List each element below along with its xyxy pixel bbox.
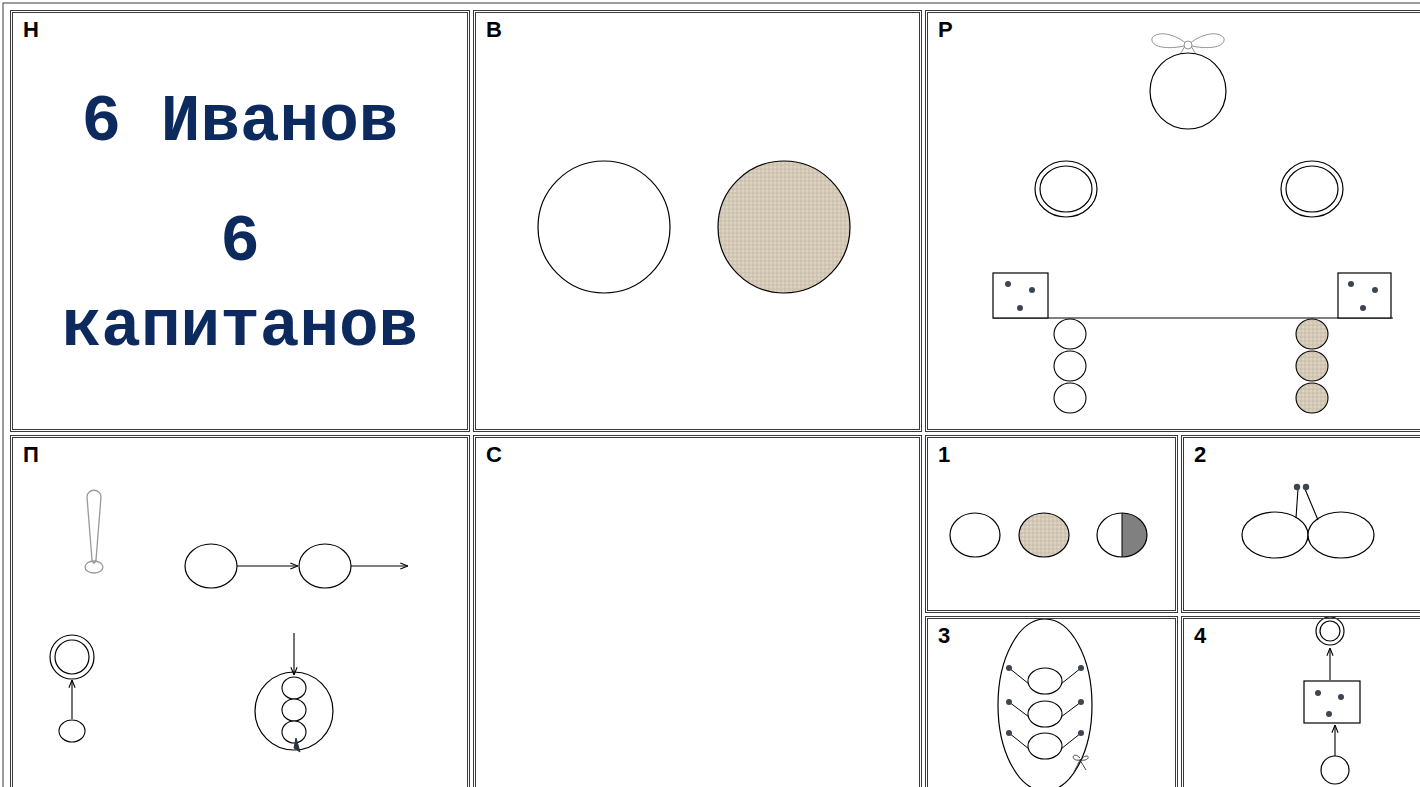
eyelet xyxy=(1028,733,1062,759)
panel-letter: 2 xyxy=(1194,442,1206,468)
big-circle xyxy=(255,672,333,750)
white-circle xyxy=(538,161,670,293)
string-dot xyxy=(1294,484,1300,490)
inner-circle xyxy=(282,699,306,721)
die-box xyxy=(1338,273,1391,318)
riddle-text: 6 капитанов xyxy=(30,200,450,370)
ring-inner xyxy=(1040,166,1092,212)
stack-circle xyxy=(1054,351,1086,381)
string-line xyxy=(1296,489,1298,518)
lace-dot xyxy=(1006,730,1012,736)
die-box xyxy=(993,273,1048,318)
up-arrow xyxy=(1329,648,1330,680)
bow-loop xyxy=(1152,34,1188,48)
die-dot xyxy=(1338,694,1344,700)
panel: В xyxy=(473,10,922,432)
chain-arrow xyxy=(351,565,408,566)
lace-dot xyxy=(1006,699,1012,705)
panel-letter: С xyxy=(486,442,502,468)
lace-lines xyxy=(1009,668,1081,749)
die-dot xyxy=(1326,711,1332,717)
stack-circle xyxy=(1054,383,1086,413)
half-circle xyxy=(1097,513,1147,557)
half-fill xyxy=(1122,513,1147,557)
panel-letter: Р xyxy=(938,17,953,43)
head-circle xyxy=(1150,53,1226,129)
ring-outer xyxy=(1281,161,1343,217)
die-dot xyxy=(1029,287,1035,293)
down-arrow xyxy=(293,633,294,675)
lace-bow xyxy=(1073,755,1088,772)
up-arrow xyxy=(1334,725,1335,756)
chain-circle xyxy=(185,544,237,588)
stack-linen-circle xyxy=(1296,351,1328,381)
stack-linen-circle xyxy=(1296,383,1328,413)
eyelet xyxy=(1028,668,1062,694)
panel: С xyxy=(473,435,922,787)
shoe-outline xyxy=(998,619,1092,787)
string-line xyxy=(1305,489,1318,520)
linen-circle xyxy=(718,161,850,293)
die-dot xyxy=(1005,281,1011,287)
lens-circle xyxy=(1242,512,1308,558)
table-frame xyxy=(3,3,1420,787)
chain-arrow xyxy=(237,565,298,566)
stack-linen-circle xyxy=(1296,319,1328,349)
ring-outer xyxy=(1035,161,1097,217)
panel-letter: 3 xyxy=(938,623,950,649)
ring-inner xyxy=(55,640,89,674)
panel-letter: П xyxy=(23,442,39,468)
lace-dot xyxy=(1078,730,1084,736)
die-dot xyxy=(1360,305,1366,311)
panel: Р xyxy=(925,10,1420,432)
stack-circle xyxy=(1054,319,1086,349)
lace-dot xyxy=(1006,665,1012,671)
die-dot xyxy=(1348,281,1354,287)
panel-letter: 1 xyxy=(938,442,950,468)
die-dot xyxy=(1372,287,1378,293)
lace-dot xyxy=(1078,665,1084,671)
ring-outer xyxy=(1316,617,1344,645)
ring-inner xyxy=(1320,621,1340,641)
panel-letter: 4 xyxy=(1194,623,1206,649)
exclamation-bar xyxy=(87,490,101,563)
inner-circle xyxy=(282,721,306,743)
panel: 4 xyxy=(1181,616,1420,787)
small-circle xyxy=(59,720,85,742)
panel: 3 xyxy=(925,616,1178,787)
eyelet xyxy=(1028,701,1062,727)
white-circle xyxy=(950,513,1000,557)
up-arrow xyxy=(71,680,72,719)
beam-line xyxy=(993,317,1393,318)
panel: Н 6 Иванов 6 капитанов xyxy=(10,10,470,432)
small-circle xyxy=(1321,756,1349,784)
exclamation-dot xyxy=(85,561,103,573)
die-box xyxy=(1304,681,1360,723)
chain-circle xyxy=(299,544,351,588)
die-dot xyxy=(1017,305,1023,311)
riddle-text: 6 Иванов xyxy=(13,88,467,158)
bow-loop xyxy=(1188,34,1224,48)
linen-circle xyxy=(1019,513,1069,557)
panel: 2 xyxy=(1181,435,1420,613)
panel: 1 xyxy=(925,435,1178,613)
panel: П xyxy=(10,435,470,787)
lace-dot xyxy=(1078,699,1084,705)
ring-outer xyxy=(50,635,94,679)
ring-inner xyxy=(1286,166,1338,212)
small-arrow xyxy=(294,738,300,752)
half-divider xyxy=(1122,513,1123,557)
string-dot xyxy=(1303,484,1309,490)
panel-letter: Н xyxy=(23,17,39,43)
die-dot xyxy=(1315,690,1321,696)
bow-knot xyxy=(1184,41,1192,49)
panel-letter: В xyxy=(486,17,502,43)
inner-circle xyxy=(282,677,306,699)
